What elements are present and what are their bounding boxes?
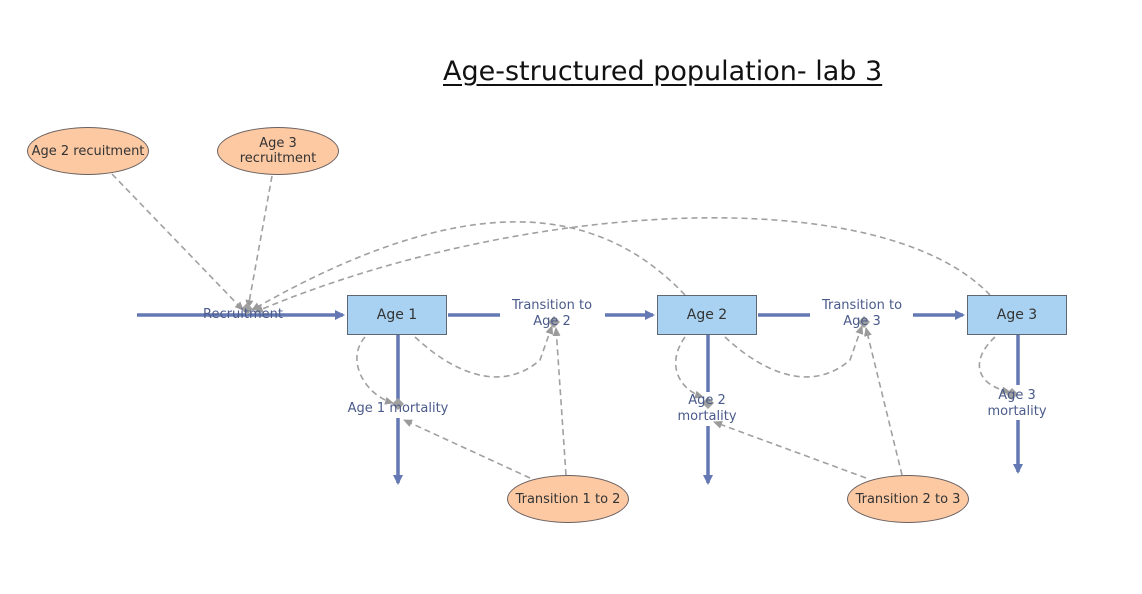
flow-age3-mortality-label[interactable]: Age 3 mortality (987, 388, 1047, 419)
param-age3-recruitment[interactable]: Age 3 recruitment (217, 127, 339, 175)
link-trans12-to-mortality1 (403, 419, 531, 479)
param-age3-recruitment-label: Age 3 recruitment (239, 136, 317, 166)
stock-age2[interactable]: Age 2 (657, 295, 757, 335)
transition-age2-valve-icon (548, 316, 560, 328)
transition-age3-valve-icon (858, 316, 870, 328)
age3-mortality-valve-icon (1006, 388, 1018, 400)
stock-age3[interactable]: Age 3 (967, 295, 1067, 335)
stock-age3-label: Age 3 (996, 307, 1038, 323)
link-trans12-to-transition2 (552, 327, 567, 476)
param-transition-1-to-2-label: Transition 1 to 2 (515, 491, 621, 507)
flow-transition-age2-label[interactable]: Transition to Age 2 (511, 298, 593, 329)
link-age3recruit-to-recruitment (245, 175, 273, 309)
diagram-title: Age-structured population- lab 3 (443, 56, 883, 87)
param-transition-1-to-2[interactable]: Transition 1 to 2 (507, 475, 629, 523)
link-age2-to-mortality2 (674, 336, 704, 399)
param-age2-recruitment[interactable]: Age 2 recuitment (27, 127, 149, 175)
link-trans23-to-mortality2 (713, 421, 867, 479)
link-age2recruit-to-recruitment (111, 173, 244, 311)
stock-age1[interactable]: Age 1 (347, 295, 447, 335)
flow-recruitment-label[interactable]: Recruitment (203, 307, 283, 322)
age2-mortality-valve-icon (702, 397, 714, 409)
flow-age1-mortality-label[interactable]: Age 1 mortality (347, 401, 449, 416)
link-age1-to-transition2 (414, 325, 554, 378)
link-age2-to-recruitment (251, 221, 686, 311)
stock-age2-label: Age 2 (686, 307, 728, 323)
age1-mortality-valve-icon (392, 398, 404, 410)
link-age1-to-mortality1 (356, 336, 394, 405)
link-age3-to-mortality3 (978, 336, 1011, 395)
link-trans23-to-transition3 (864, 327, 903, 476)
link-age2-to-transition3 (724, 325, 864, 378)
param-transition-2-to-3[interactable]: Transition 2 to 3 (847, 475, 969, 523)
param-age2-recruitment-label: Age 2 recuitment (31, 143, 145, 159)
flow-age2-mortality-label[interactable]: Age 2 mortality (677, 393, 737, 424)
flow-transition-age3-label[interactable]: Transition to Age 3 (821, 298, 903, 329)
stock-age1-label: Age 1 (376, 307, 418, 323)
recruitment-valve-icon (241, 303, 253, 315)
param-transition-2-to-3-label: Transition 2 to 3 (855, 491, 961, 507)
link-age3-to-recruitment (254, 217, 991, 313)
